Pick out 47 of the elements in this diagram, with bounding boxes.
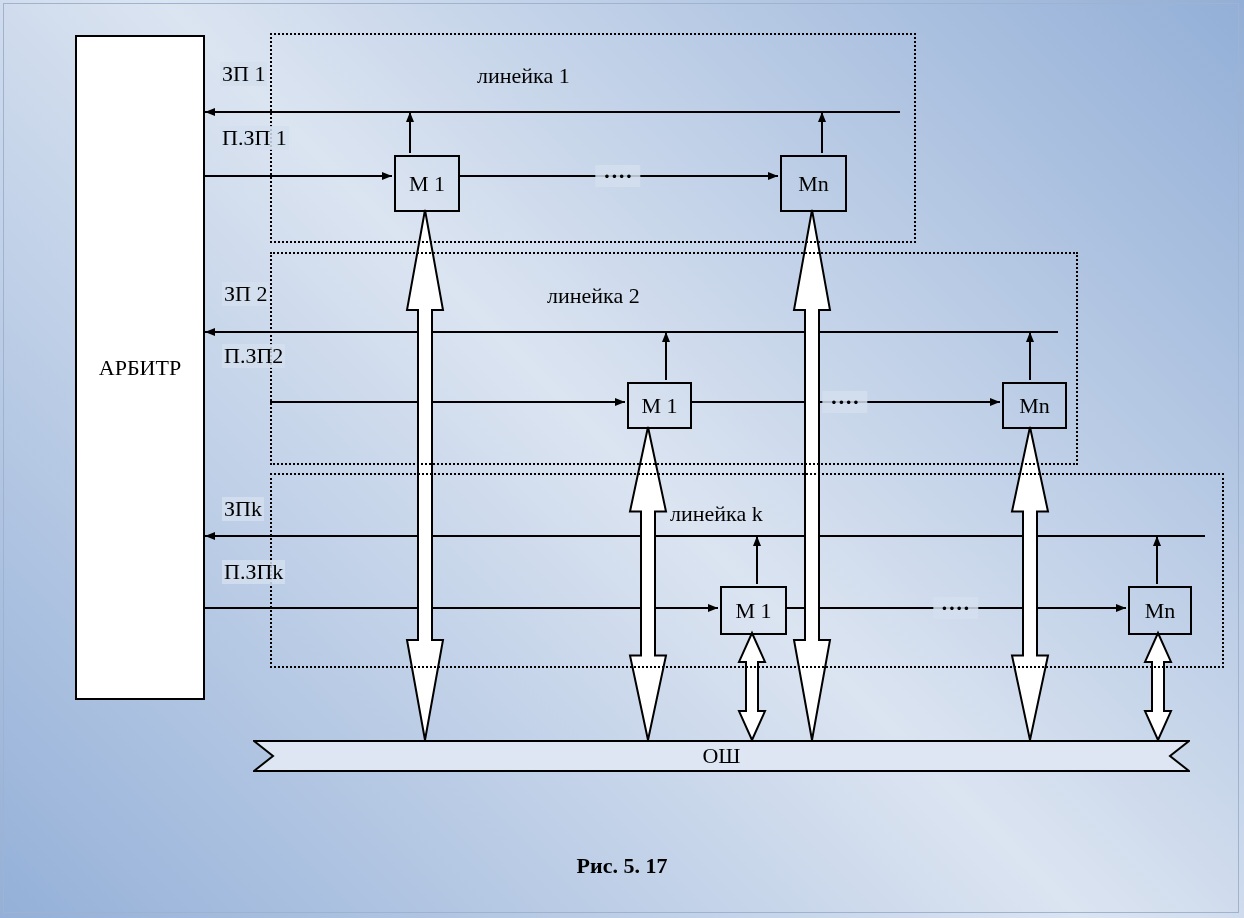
edge-label: П.ЗПk: [222, 560, 286, 584]
group-title: линейка 2: [547, 285, 640, 307]
module-label: Mn: [798, 172, 829, 195]
module-box: [1128, 586, 1192, 635]
group-title: линейка 1: [477, 65, 570, 87]
module-label: Mn: [1019, 394, 1050, 417]
bus-label: ОШ: [702, 745, 741, 767]
module-box: [720, 586, 787, 635]
group-title: линейка k: [670, 503, 763, 525]
arrow: [1153, 535, 1161, 585]
arrow: [818, 111, 826, 154]
arrow: [269, 398, 626, 406]
double-arrow: [628, 426, 668, 741]
module-box: [1002, 382, 1067, 429]
module-box: [394, 155, 460, 212]
edge-label: ····: [822, 391, 868, 413]
arrow: [753, 535, 761, 585]
arbiter-label: АРБИТР: [98, 356, 182, 379]
double-arrow: [792, 209, 832, 741]
double-arrow: [737, 630, 767, 743]
edge-label: ····: [595, 165, 641, 187]
edge-label: ЗП 2: [222, 282, 270, 306]
arrow: [204, 172, 393, 180]
edge-label: ЗПk: [222, 497, 264, 521]
arrow: [406, 111, 414, 154]
double-arrow: [405, 209, 445, 741]
double-arrow: [1010, 426, 1050, 741]
edge-label: П.ЗП2: [222, 344, 286, 368]
module-box: [780, 155, 847, 212]
arrow: [1026, 331, 1034, 381]
edge-label: П.ЗП 1: [220, 126, 289, 150]
arbiter-box: [75, 35, 205, 700]
bus-shape: [253, 740, 1190, 772]
edge-label: ЗП 1: [220, 62, 268, 86]
double-arrow: [1143, 630, 1173, 743]
arrow: [204, 108, 901, 116]
module-label: M 1: [641, 394, 678, 417]
arrow: [204, 328, 1059, 336]
module-box: [627, 382, 692, 429]
edge-label: ····: [932, 597, 979, 619]
module-label: M 1: [735, 599, 772, 622]
arrow: [204, 532, 1206, 540]
module-label: Mn: [1144, 599, 1176, 622]
arrow: [204, 604, 719, 612]
arrow: [662, 331, 670, 381]
module-label: M 1: [408, 172, 446, 195]
figure-caption: Рис. 5. 17: [576, 855, 668, 877]
